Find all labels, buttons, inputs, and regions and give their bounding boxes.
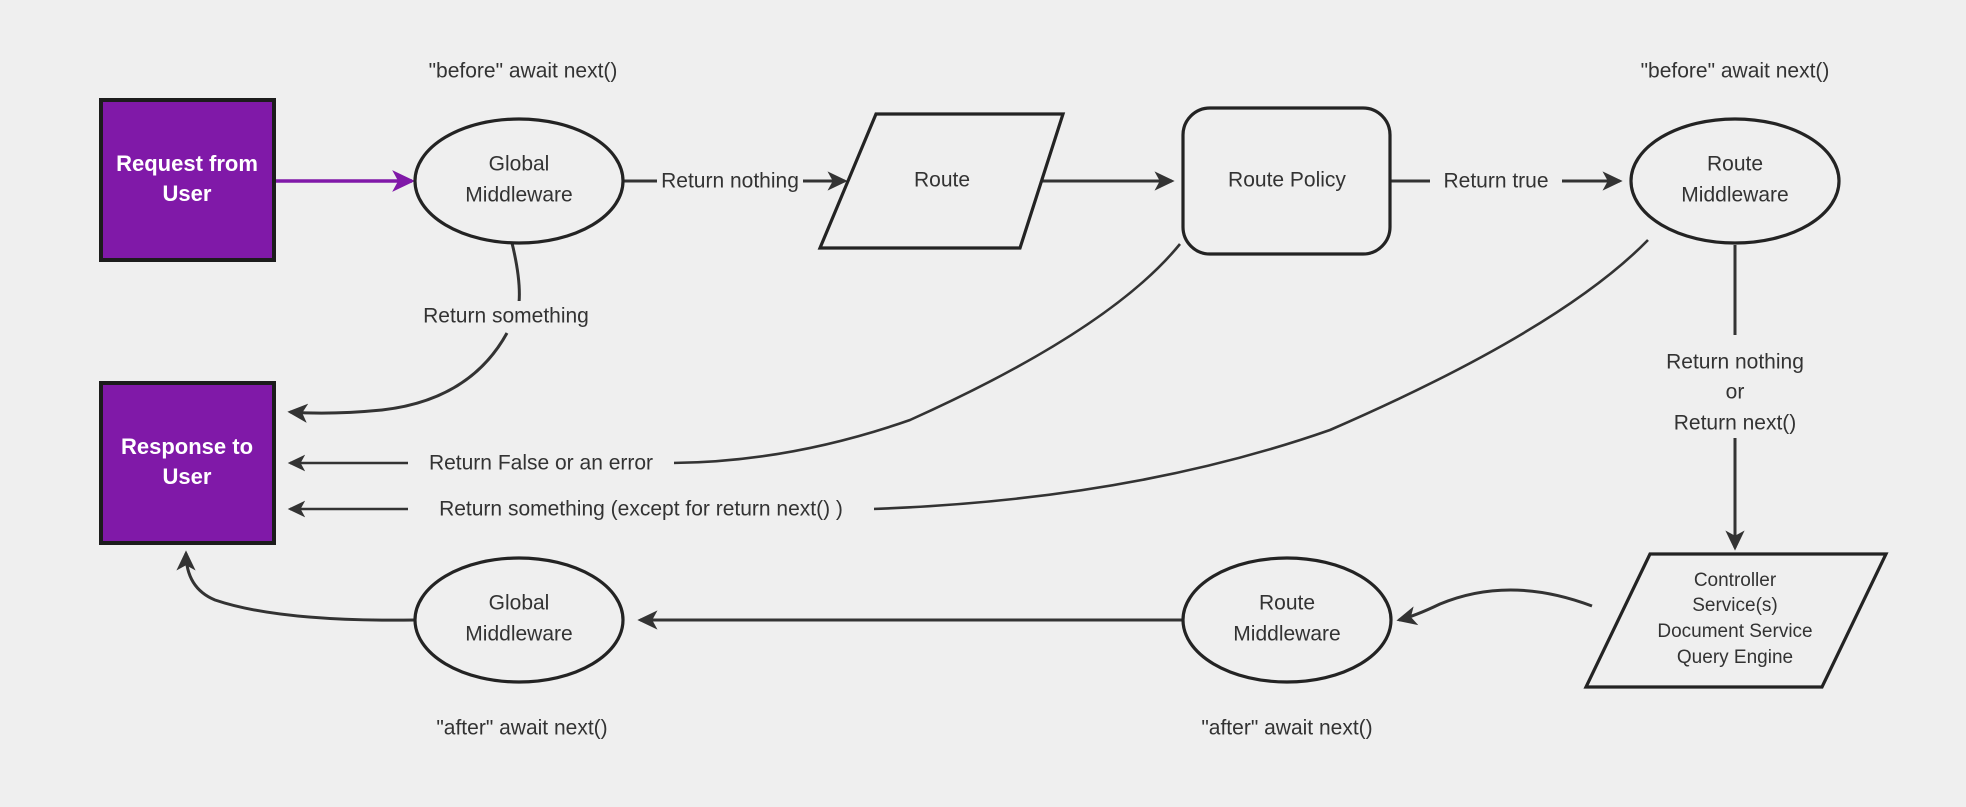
node-request-from-user-label-line2: User (163, 181, 212, 206)
edge-return-something-to-response (287, 332, 509, 423)
node-response-to-user-label-line2: User (163, 464, 212, 489)
node-route-policy-label: Route Policy (1228, 169, 1346, 192)
label-bg-return-nothing (657, 166, 803, 196)
node-route[interactable] (817, 112, 1066, 250)
node-response-to-user-label-line1: Response to (121, 434, 253, 459)
label-bg-return-something (410, 301, 602, 331)
node-route-middleware-before[interactable] (1629, 117, 1841, 245)
edge-route-middleware-to-label-something-except (871, 239, 1649, 511)
edge-label-return-true: Return true (1443, 170, 1548, 193)
node-route-middleware-before-label-line2: Middleware (1681, 184, 1788, 207)
edge-label-return-nothing-or-next-line1: Return nothing (1666, 351, 1804, 374)
node-route-middleware-before-label-line1: Route (1707, 153, 1763, 176)
label-bg-return-true (1430, 166, 1562, 196)
edge-label-return-false-or-error: Return False or an error (429, 452, 653, 475)
edge-global-middleware-after-to-response (176, 550, 416, 622)
node-controller-label-line2: Service(s) (1692, 595, 1778, 616)
annotation-before-global-middleware: "before" await next() (429, 60, 618, 83)
node-route-middleware-after[interactable] (1181, 556, 1393, 684)
node-controller-label-line4: Query Engine (1677, 647, 1793, 668)
node-route-middleware-after-label-line1: Route (1259, 592, 1315, 615)
edge-controller-to-route-middleware-after (1396, 588, 1593, 626)
node-response-to-user[interactable] (99, 381, 276, 545)
edge-global-middleware-to-label-return-something (510, 242, 521, 304)
node-global-middleware-after-label-line2: Middleware (465, 623, 572, 646)
node-request-from-user[interactable] (99, 98, 276, 262)
edge-label-return-nothing-or-next-line2: or (1726, 381, 1745, 404)
node-global-middleware-after[interactable] (413, 556, 625, 684)
edge-label-return-something-except: Return something (except for return next… (439, 498, 843, 521)
node-controller-label-line3: Document Service (1657, 621, 1812, 642)
edge-label-return-nothing-or-next-line3: Return next() (1674, 412, 1797, 435)
annotation-after-global-middleware: "after" await next() (436, 717, 607, 740)
node-request-from-user-label-line1: Request from (116, 151, 258, 176)
edge-route-policy-to-label-false-error (671, 243, 1182, 465)
node-global-middleware-before-label-line2: Middleware (465, 184, 572, 207)
annotation-after-route-middleware: "after" await next() (1201, 717, 1372, 740)
label-bg-return-something-except (408, 494, 874, 524)
node-controller-label-line1: Controller (1694, 570, 1777, 591)
node-global-middleware-before-label-line1: Global (489, 153, 550, 176)
node-global-middleware-before[interactable] (413, 117, 625, 245)
label-bg-return-nothing-or-next (1648, 348, 1824, 438)
node-route-label: Route (914, 169, 970, 192)
node-global-middleware-after-label-line1: Global (489, 592, 550, 615)
edge-label-return-something: Return something (423, 305, 589, 328)
node-route-middleware-after-label-line2: Middleware (1233, 623, 1340, 646)
node-route-policy[interactable] (1181, 106, 1392, 256)
annotation-before-route-middleware: "before" await next() (1641, 60, 1830, 83)
edge-label-return-nothing: Return nothing (661, 170, 799, 193)
node-controller[interactable] (1583, 552, 1889, 689)
label-bg-return-false-or-error (408, 448, 674, 478)
